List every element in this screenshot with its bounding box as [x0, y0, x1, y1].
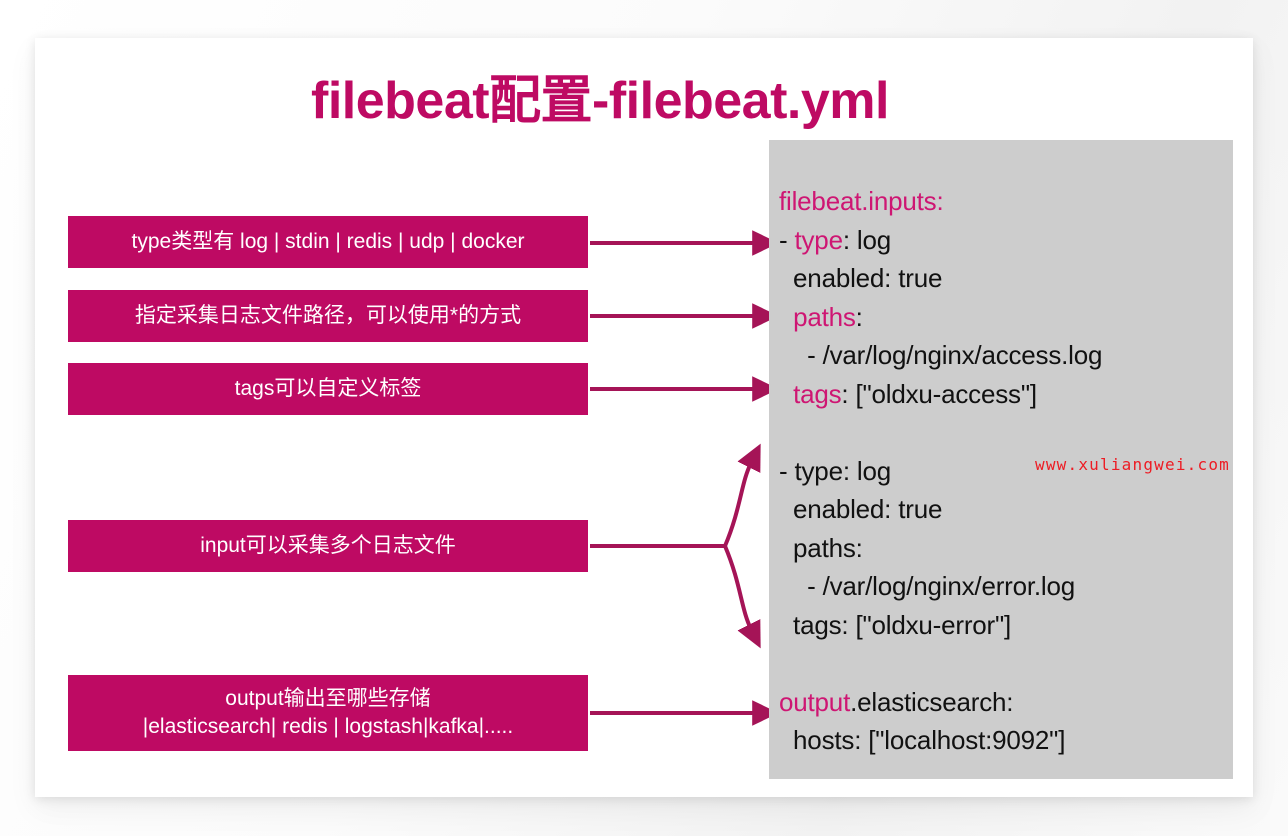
- code-token: enabled: true: [779, 494, 943, 524]
- arrow-input-branch-up: [723, 443, 761, 547]
- code-token: : log: [842, 224, 891, 255]
- code-line-output-elasticsearch: output.elasticsearch:: [779, 683, 1233, 722]
- code-line-spacer-2: [779, 644, 1233, 683]
- code-token: [779, 379, 793, 409]
- code-token: -: [779, 224, 795, 255]
- code-lines: filebeat.inputs: - type: log enabled: tru…: [779, 182, 1233, 760]
- code-token: [779, 417, 786, 447]
- code-line-spacer-1: [779, 413, 1233, 452]
- code-line-enabled-2: enabled: true: [779, 490, 1233, 529]
- code-line-paths-1: paths:: [779, 298, 1233, 337]
- code-token: .elasticsearch:: [850, 686, 1014, 717]
- code-token: : ["oldxu-access"]: [841, 378, 1037, 409]
- code-token: [779, 302, 793, 332]
- label-box-type: type类型有 log | stdin | redis | udp | dock…: [68, 216, 588, 268]
- label-box-output-text: output输出至哪些存储 |elasticsearch| redis | lo…: [142, 687, 514, 738]
- code-token: tags: [793, 378, 842, 409]
- code-token: - type: log: [779, 455, 891, 486]
- code-token: paths:: [779, 532, 863, 563]
- code-token: - /var/log/nginx/error.log: [779, 571, 1076, 601]
- code-line-error-log-path: - /var/log/nginx/error.log: [779, 567, 1233, 606]
- label-box-paths-text: 指定采集日志文件路径，可以使用*的方式: [134, 304, 522, 328]
- code-line-type-log-1: - type: log: [779, 221, 1233, 260]
- code-token: output: [779, 686, 851, 717]
- code-line-paths-2: paths:: [779, 529, 1233, 568]
- code-token: tags: ["oldxu-error"]: [779, 609, 1012, 640]
- code-panel: filebeat.inputs: - type: log enabled: tru…: [769, 140, 1233, 779]
- code-line-enabled-1: enabled: true: [779, 259, 1233, 298]
- label-box-type-text: type类型有 log | stdin | redis | udp | dock…: [131, 230, 525, 254]
- page-title: filebeat配置-filebeat.yml: [311, 72, 889, 130]
- label-box-tags-text: tags可以自定义标签: [234, 377, 422, 401]
- label-box-input: input可以采集多个日志文件: [68, 520, 588, 572]
- code-token: :: [855, 301, 863, 332]
- code-token: filebeat.inputs:: [779, 186, 944, 216]
- code-line-hosts: hosts: ["localhost:9092"]: [779, 721, 1233, 760]
- code-line-tags-2: tags: ["oldxu-error"]: [779, 606, 1233, 645]
- code-token: type: [794, 224, 843, 255]
- label-box-output: output输出至哪些存储 |elasticsearch| redis | lo…: [68, 675, 588, 751]
- code-line-tags-1: tags: ["oldxu-access"]: [779, 375, 1233, 414]
- code-token: enabled: true: [779, 263, 943, 293]
- code-token: paths: [793, 301, 856, 332]
- code-line-type-log-2: - type: log: [779, 452, 1233, 491]
- code-token: - /var/log/nginx/access.log: [779, 340, 1103, 370]
- code-token: hosts: ["localhost:9092"]: [779, 725, 1066, 755]
- label-box-tags: tags可以自定义标签: [68, 363, 588, 415]
- label-box-paths: 指定采集日志文件路径，可以使用*的方式: [68, 290, 588, 342]
- code-line-filebeat-inputs: filebeat.inputs:: [779, 182, 1233, 221]
- label-box-input-text: input可以采集多个日志文件: [200, 534, 456, 558]
- code-token: [779, 648, 786, 678]
- watermark: www.xuliangwei.com: [1035, 455, 1230, 474]
- code-line-access-log-path: - /var/log/nginx/access.log: [779, 336, 1233, 375]
- arrow-input-branch-down: [723, 545, 761, 649]
- slide-card: filebeat配置-filebeat.yml type类型有 log | st…: [35, 38, 1253, 797]
